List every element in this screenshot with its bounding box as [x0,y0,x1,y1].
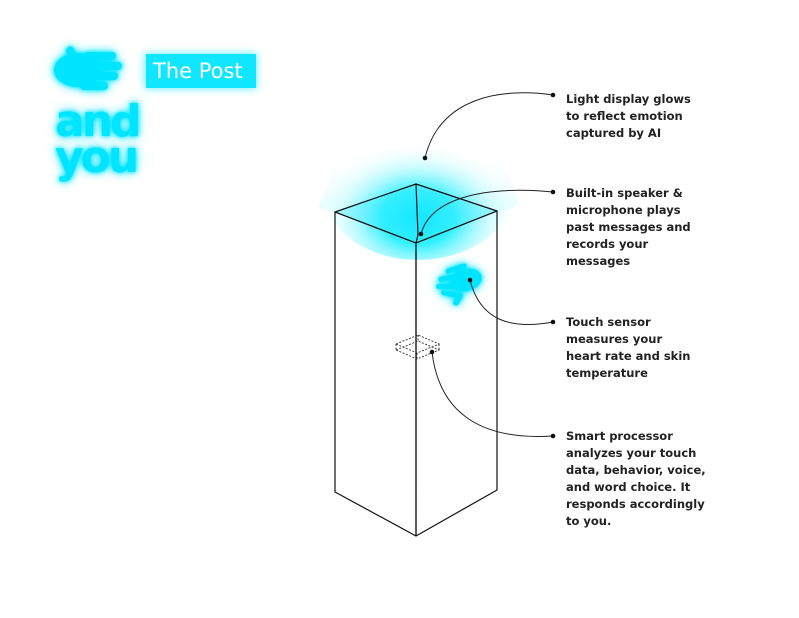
hand-icon [54,46,122,90]
chip-outline-icon [394,334,441,360]
leader-speaker-mic [420,189,554,235]
callout-light-display: Light display glows to reflect emotion c… [566,92,695,140]
post-right-face [415,210,498,537]
callout-smart-processor: Smart processor analyzes your touch data… [566,429,710,528]
leader-smart-processor [431,351,554,437]
product-badge: The Post [144,53,257,89]
badge-label: The Post [152,59,243,83]
leader-touch-sensor [469,279,554,326]
leader-light-display [424,92,554,159]
logo-word-you: you [55,132,136,183]
leader-lines [420,92,554,437]
brand-logo: and you [54,46,142,183]
post-device [334,183,498,537]
logo-word-and: and [55,96,139,147]
post-left-face [334,211,417,537]
callout-touch-sensor: Touch sensor measures your heart rate an… [566,315,694,380]
leader-dots [418,92,556,439]
hand-icon [436,263,482,306]
callout-speaker-mic: Built-in speaker & microphone plays past… [566,186,695,268]
